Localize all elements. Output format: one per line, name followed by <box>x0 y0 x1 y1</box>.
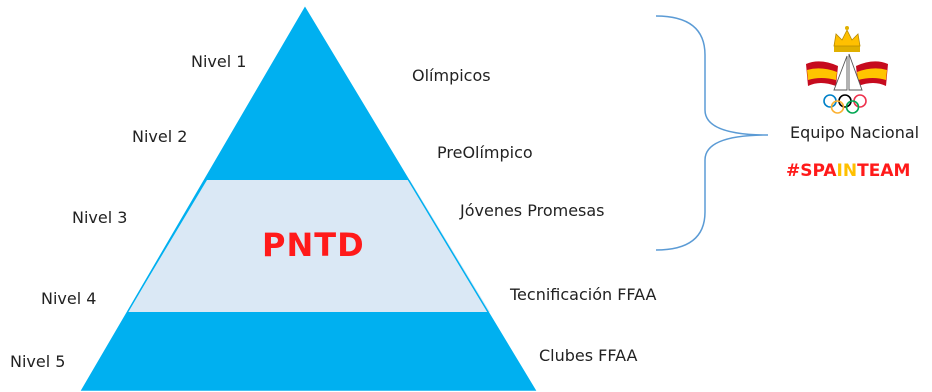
hashtag-part-in: IN <box>836 161 858 181</box>
tier-tecnificacion-label: Tecnificación FFAA <box>510 285 657 304</box>
hashtag-part-team: TEAM <box>857 161 911 181</box>
spanish-olympic-committee-emblem <box>806 26 888 114</box>
tier-clubes-label: Clubes FFAA <box>539 346 638 365</box>
level-5-label: Nivel 5 <box>10 352 66 371</box>
tier-jovenes-promesas-label: Jóvenes Promesas <box>460 201 605 220</box>
pntd-center-label: PNTD <box>262 226 365 264</box>
spainteam-hashtag: #SPAINTEAM <box>786 163 910 180</box>
level-1-label: Nivel 1 <box>191 52 247 71</box>
level-2-label: Nivel 2 <box>132 127 188 146</box>
tier-olimpicos-label: Olímpicos <box>412 66 491 85</box>
level-4-label: Nivel 4 <box>41 289 97 308</box>
tier-preolimpico-label: PreOlímpico <box>437 143 533 162</box>
pyramid-middle-band <box>128 180 490 312</box>
curly-brace-icon <box>655 15 769 251</box>
equipo-nacional-label: Equipo Nacional <box>790 123 920 142</box>
crown-icon <box>833 26 861 52</box>
hashtag-part-spa: #SPA <box>786 161 837 181</box>
level-3-label: Nivel 3 <box>72 208 128 227</box>
pyramid-outline <box>80 6 537 391</box>
